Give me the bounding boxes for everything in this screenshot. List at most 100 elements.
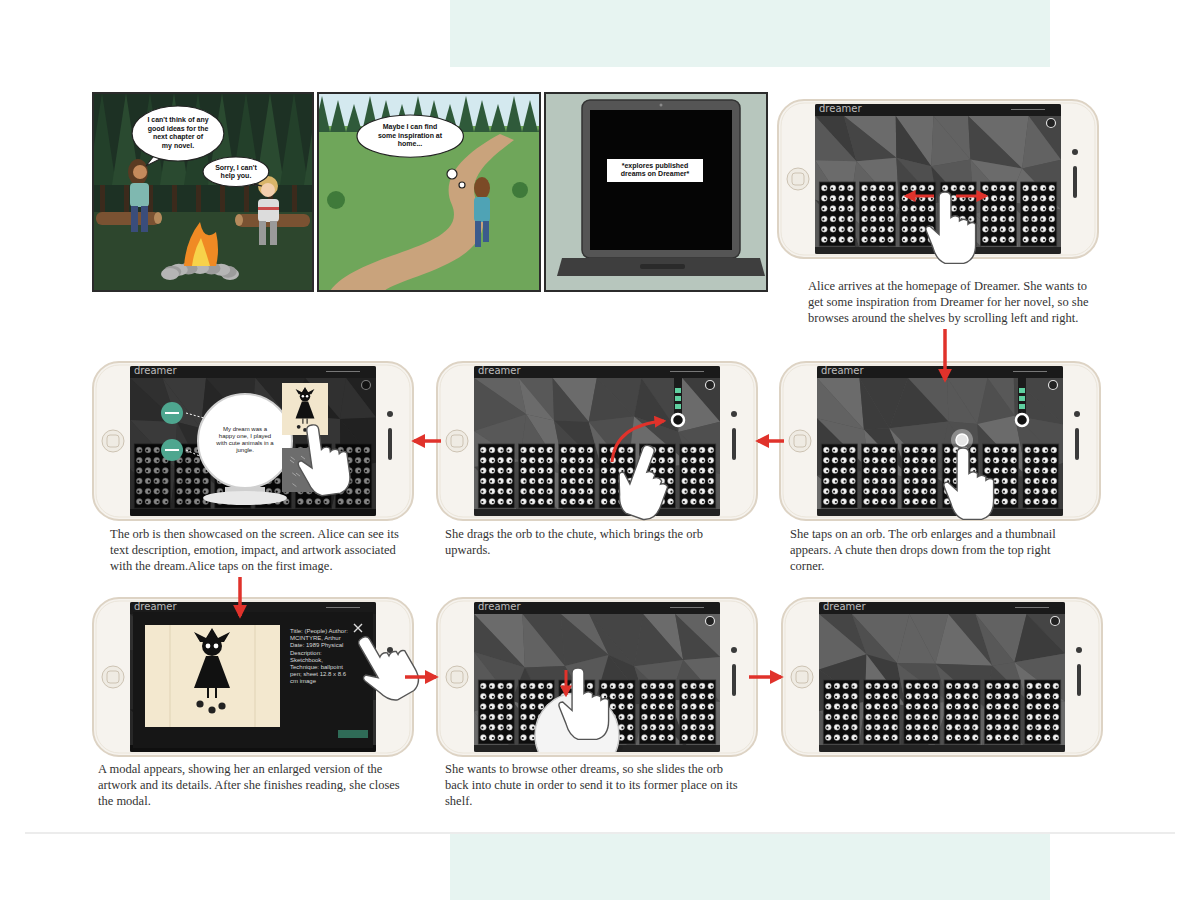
orb-pupil	[500, 470, 502, 472]
dream-orb-dot	[561, 468, 567, 474]
dream-orb-dot	[1031, 206, 1037, 212]
home-button	[102, 666, 124, 688]
clipped-group	[474, 602, 720, 752]
dream-orb-dot	[1025, 447, 1031, 453]
dream-orb-dot	[993, 457, 999, 463]
orb-pupil	[922, 449, 924, 451]
orb-pupil	[912, 218, 914, 220]
dream-orb-dot	[601, 499, 607, 505]
dream-orb-dot	[682, 447, 688, 453]
dream-orb-dot	[1040, 206, 1046, 212]
orb-pupil	[933, 501, 935, 503]
tree-line	[346, 104, 362, 132]
dream-orb-dot	[1023, 226, 1029, 232]
dream-orb-dot	[498, 714, 504, 720]
dream-orb-dot	[991, 195, 997, 201]
dream-orb-dot	[521, 693, 527, 699]
orb-pupil	[530, 696, 532, 698]
orb-pupil	[481, 449, 483, 451]
orb-pupil	[1036, 501, 1038, 503]
hair	[474, 177, 490, 199]
dirt-path	[330, 134, 514, 291]
dream-orb-dot	[578, 457, 584, 463]
orb-pupil	[882, 480, 884, 482]
dream-orb-dot	[849, 447, 855, 453]
dream-orb-dot	[506, 735, 512, 741]
orb-pupil	[492, 501, 494, 503]
dream-orb-dot	[982, 237, 988, 243]
figure-flower	[218, 702, 225, 709]
dream-orb-dot	[847, 195, 853, 201]
dream-orb-dot	[682, 468, 688, 474]
face	[133, 165, 147, 179]
dream-orb-dot	[668, 488, 674, 494]
dream-orb-dot	[849, 488, 855, 494]
torso	[130, 183, 149, 207]
dream-orb-dot	[1023, 237, 1029, 243]
orb-pupil	[1050, 218, 1052, 220]
orb-pupil	[1054, 470, 1056, 472]
dream-orb-dot	[529, 457, 535, 463]
app-header	[474, 602, 720, 614]
dream-orb-dot	[708, 488, 714, 494]
dream-orb-dot	[570, 468, 576, 474]
dream-orb-dot	[821, 195, 827, 201]
orb-pupil	[850, 218, 852, 220]
facet	[589, 378, 634, 422]
dream-orb-dot	[1033, 457, 1039, 463]
orb-pupil	[850, 229, 852, 231]
dream-orb-dot	[928, 216, 934, 222]
orb-pupil	[602, 470, 604, 472]
orb-pupil	[882, 198, 884, 200]
dream-orb-dot	[841, 488, 847, 494]
dream-orb-dot	[561, 488, 567, 494]
face	[261, 183, 275, 197]
orb-pupil	[873, 198, 875, 200]
orb-pupil	[954, 460, 956, 462]
shelf	[980, 182, 1016, 246]
dream-orb-dot	[872, 478, 878, 484]
orb-pupil	[490, 480, 492, 482]
dream-orb-dot	[904, 478, 910, 484]
dream-orb-dot	[1025, 468, 1031, 474]
showcase-orb	[198, 394, 292, 488]
orb-pupil	[579, 491, 581, 493]
camera	[660, 104, 663, 107]
dream-orb-dot	[888, 185, 894, 191]
shelf	[478, 680, 514, 744]
dream-orb-dot	[904, 468, 910, 474]
dream-orb-dot	[864, 478, 870, 484]
dream-orb-dot	[890, 447, 896, 453]
orb-pupil	[1013, 460, 1015, 462]
header-line	[1011, 109, 1045, 110]
dream-orb-dot	[1000, 195, 1006, 201]
orb-pupil	[604, 501, 606, 503]
log-end	[154, 212, 162, 224]
dream-orb-dot	[821, 237, 827, 243]
sensor	[731, 647, 737, 653]
orb-pupil	[590, 501, 592, 503]
dream-orb-dot	[1033, 447, 1039, 453]
tree-crown	[304, 93, 313, 185]
facet	[519, 378, 554, 420]
phone-rim	[96, 365, 410, 517]
dream-orb-dot	[521, 499, 527, 505]
orb-pupil	[962, 187, 964, 189]
dream-orb-dot	[578, 447, 584, 453]
dream-orb-dot	[668, 447, 674, 453]
dream-orb-dot	[847, 237, 853, 243]
orb-pupil	[509, 737, 511, 739]
dream-orb-dot	[879, 195, 885, 201]
orb-pupil	[889, 218, 891, 220]
dream-orb-dot	[841, 457, 847, 463]
orb-pupil	[1052, 501, 1054, 503]
dotted-link	[186, 413, 204, 418]
orb-pupil	[711, 491, 713, 493]
leg	[259, 221, 266, 245]
hand-gesture	[944, 448, 994, 519]
orb-pupil	[994, 187, 996, 189]
dream-orb-dot	[1009, 226, 1015, 232]
orb-pupil	[1052, 480, 1054, 482]
dream-orb-dot	[521, 488, 527, 494]
screen-ground	[474, 602, 720, 752]
